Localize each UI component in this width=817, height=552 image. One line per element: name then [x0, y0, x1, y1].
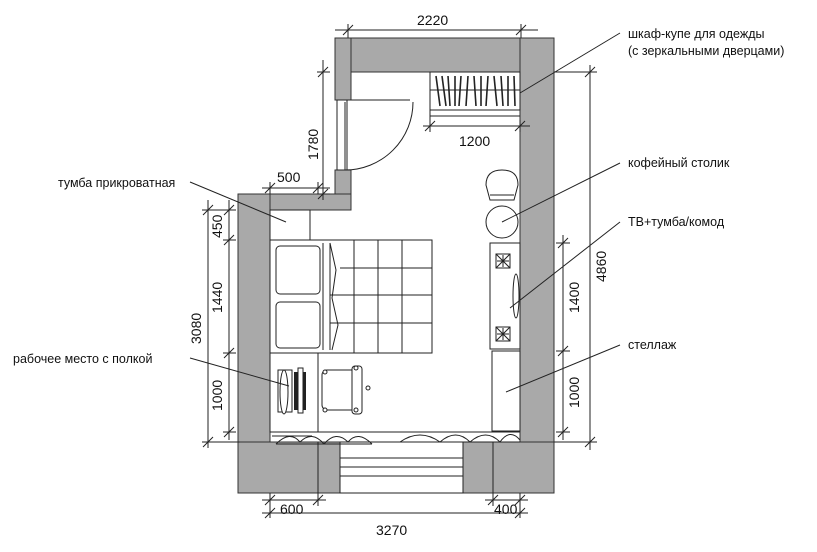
- tv-unit: [489, 242, 521, 350]
- wall-bottom-right: [462, 441, 555, 494]
- wall-upper-left: [334, 37, 352, 101]
- desk: [269, 352, 319, 433]
- shelving-unit: [491, 350, 521, 432]
- dim-desk-length: 1000: [209, 380, 225, 411]
- label-tv-unit: ТВ+тумба/комод: [628, 215, 725, 229]
- dim-nightstand-depth: 450: [209, 214, 225, 238]
- label-wardrobe-line1: шкаф-купе для одежды: [628, 27, 764, 41]
- label-coffee-table: кофейный столик: [628, 156, 730, 170]
- label-shelving: стеллаж: [628, 338, 677, 352]
- leader-lines: [189, 32, 621, 393]
- walls: [237, 37, 555, 494]
- dim-wardrobe-width: 1200: [459, 133, 490, 149]
- window: [339, 441, 464, 494]
- curtains: [270, 431, 521, 445]
- wall-bottom-left: [237, 441, 341, 494]
- dim-tv-unit-length: 1400: [566, 282, 582, 313]
- nightstand: [269, 209, 311, 241]
- wall-right: [519, 37, 555, 494]
- label-wardrobe-line2: (с зеркальными дверцами): [628, 44, 784, 58]
- label-workplace: рабочее место с полкой: [13, 352, 152, 366]
- dim-top-width: 2220: [417, 12, 448, 28]
- dimension-lines: [202, 24, 597, 519]
- wardrobe: [429, 71, 521, 130]
- armchair: [485, 169, 519, 201]
- bed: [269, 239, 433, 354]
- door: [336, 99, 414, 171]
- dim-bottom-left: 600: [280, 501, 304, 517]
- desk-chair: [321, 365, 371, 415]
- label-nightstand: тумба прикроватная: [58, 176, 175, 190]
- inner-lines: [317, 442, 494, 493]
- wall-top: [334, 37, 555, 73]
- dim-overall-width: 3270: [376, 522, 407, 538]
- dim-shelf-length: 1000: [566, 377, 582, 408]
- dimension-texts: 2220 1780 1200 500 450 1440 3080 1000 48…: [188, 12, 609, 538]
- dim-wardrobe-depth: 1780: [305, 129, 321, 160]
- dim-overall-height: 4860: [593, 251, 609, 282]
- dim-left-total: 3080: [188, 313, 204, 344]
- dim-bottom-right: 400: [494, 501, 518, 517]
- callout-labels: шкаф-купе для одежды (с зеркальными двер…: [13, 27, 784, 366]
- dim-nightstand-width: 500: [277, 169, 301, 185]
- dim-bed-length: 1440: [209, 282, 225, 313]
